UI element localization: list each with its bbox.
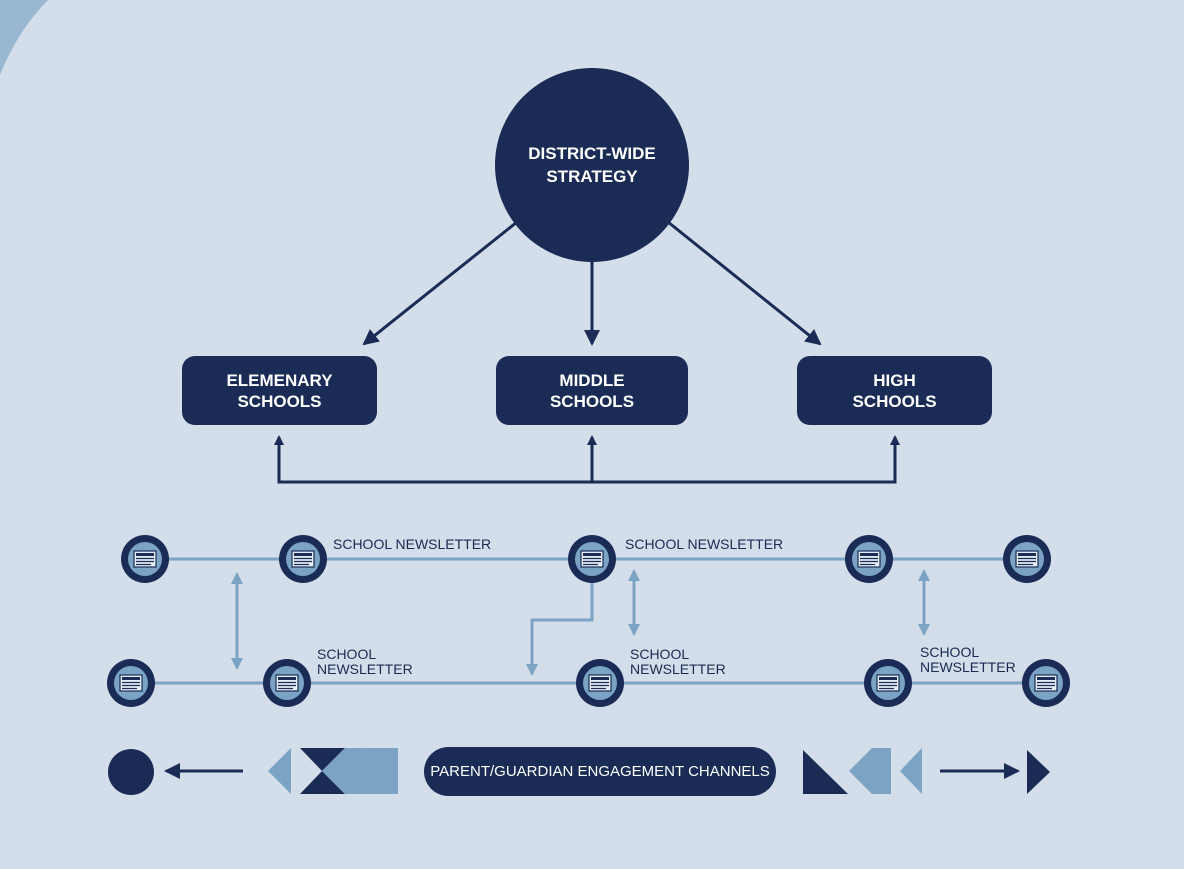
newsletter-icon	[567, 534, 617, 584]
pentagon-left-icon	[849, 748, 891, 794]
newsletter-icon	[262, 658, 312, 708]
triangle-left-icon	[268, 748, 291, 794]
hourglass-icon	[300, 748, 345, 794]
school-box-middle	[496, 356, 688, 425]
chevron-left-shape	[322, 748, 365, 794]
school-label-high: HIGH SCHOOLS	[852, 370, 937, 411]
pentagon-left-icon	[342, 748, 398, 794]
feedback-bracket	[277, 450, 897, 484]
newsletter-label: SCHOOL NEWSLETTER	[317, 646, 413, 677]
corner-arc	[0, 0, 48, 75]
newsletter-label: SCHOOL NEWSLETTER	[630, 646, 726, 677]
connector-elbow	[530, 583, 594, 664]
newsletter-icon	[120, 534, 170, 584]
newsletter-icon	[1002, 534, 1052, 584]
newsletter-icon	[863, 658, 913, 708]
newsletter-label: SCHOOL NEWSLETTER	[920, 644, 1016, 675]
school-label-middle: MIDDLE SCHOOLS	[549, 370, 635, 411]
engagement-label: PARENT/GUARDIAN ENGAGEMENT CHANNELS	[430, 763, 770, 780]
newsletter-icon	[278, 534, 328, 584]
arrow-hub-to-elementary	[362, 220, 518, 346]
right-triangle-icon	[803, 750, 848, 794]
hub-label: DISTRICT-WIDE STRATEGY	[528, 144, 656, 186]
newsletter-icon	[1021, 658, 1071, 708]
newsletter-icon	[106, 658, 156, 708]
newsletter-icon	[844, 534, 894, 584]
newsletter-label: SCHOOL NEWSLETTER	[333, 536, 492, 552]
circle-icon	[108, 749, 154, 795]
school-label-elementary: ELEMENARY SCHOOLS	[226, 370, 333, 411]
triangle-right-icon	[1027, 750, 1050, 794]
newsletter-icon	[575, 658, 625, 708]
triangle-left-icon	[900, 748, 922, 794]
school-box-high	[797, 356, 992, 425]
engagement-pill	[424, 747, 776, 796]
newsletter-label: SCHOOL NEWSLETTER	[625, 536, 784, 552]
hub-circle	[495, 68, 689, 262]
school-box-elementary	[182, 356, 377, 425]
arrow-hub-to-high	[667, 220, 822, 346]
